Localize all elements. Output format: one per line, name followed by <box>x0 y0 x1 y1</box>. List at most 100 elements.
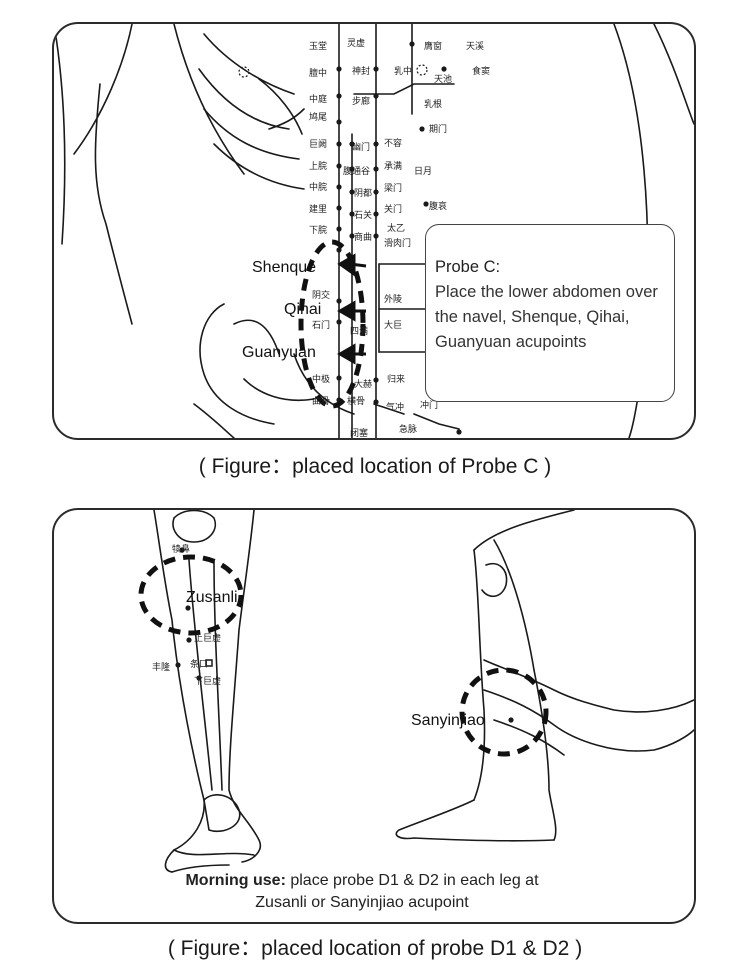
inguinal-line <box>293 353 355 415</box>
pelvis-left <box>199 303 275 425</box>
left-arm-edge <box>54 24 66 245</box>
arrow-shenque-head <box>337 253 356 277</box>
toe-line <box>171 864 230 873</box>
cn-label: 横骨 <box>347 395 365 407</box>
right-knee-cap <box>481 563 508 598</box>
cn-label: 中极 <box>312 373 330 385</box>
right-leg-front <box>473 549 486 801</box>
cn-label: 膺窗 <box>424 40 442 52</box>
legs-diagram: 犊鼻 上巨虚 丰隆 条口 下巨虚 Zusanli Sanyinjiao <box>138 510 694 873</box>
cn-label: 食窦 <box>472 65 490 77</box>
cn-label: 玉堂 <box>309 40 327 52</box>
cn-label: 幽门 <box>352 141 370 153</box>
foot-top <box>173 849 255 856</box>
left-torso-line <box>173 24 245 175</box>
cn-label: 滑肉门 <box>384 237 411 249</box>
cn-label: 气冲 <box>386 401 404 413</box>
rib-line-3 <box>203 108 300 160</box>
cn-label: 日月 <box>414 166 432 177</box>
sanyinjiao-label: Sanyinjiao <box>411 712 485 729</box>
cn-label: 腹哀 <box>429 200 447 212</box>
hand-fingers <box>483 689 694 752</box>
left-leg-outline-left <box>153 510 205 873</box>
caption-probe-d: ( Figure：placed location of probe D1 & D… <box>167 937 583 960</box>
cn-label: 上脘 <box>309 160 327 172</box>
cn-label: 四满 <box>350 326 368 337</box>
cn-label: 石关 <box>354 209 372 221</box>
cn-label: 天溪 <box>466 40 484 52</box>
right-arm-outline <box>653 24 694 125</box>
nipple-marker <box>238 66 250 78</box>
morning-use-text: place probe D1 & D2 in each leg at <box>285 872 539 889</box>
ankle-bone <box>203 794 241 832</box>
cn-label: 膻中 <box>309 67 327 79</box>
cn-label: 外陵 <box>384 293 402 305</box>
cn-label: 中庭 <box>309 93 327 105</box>
cn-label: 商曲 <box>354 231 372 243</box>
femur-head <box>193 403 235 438</box>
cn-label: 大赫 <box>354 378 372 390</box>
cn-label: 犊鼻 <box>172 543 190 555</box>
cn-label: 神封 <box>352 65 370 77</box>
arrow-guanyuan-head <box>336 343 356 365</box>
morning-use-text-2: Zusanli or Sanyinjiao acupoint <box>255 894 469 911</box>
cn-label: 上巨虚 <box>194 632 221 644</box>
callout-text: Place the lower abdomen over the navel, … <box>435 283 658 351</box>
cn-label: 中脘 <box>309 181 327 193</box>
cn-label: 鸠尾 <box>309 111 327 123</box>
hand-thumb <box>493 719 565 756</box>
probe-c-callout: Probe C: Place the lower abdomen over th… <box>425 224 675 402</box>
lower-meridian <box>373 403 460 430</box>
cn-label: 巨阙 <box>309 139 327 150</box>
morning-use-note: Morning use: place probe D1 & D2 in each… <box>52 870 672 914</box>
callout-title: Probe C: <box>435 258 501 276</box>
right-leg-back <box>533 669 557 841</box>
tiaokou-marker <box>205 659 213 667</box>
guanyuan-label: Guanyuan <box>242 344 316 361</box>
cn-label: 天池 <box>434 73 452 85</box>
cn-label: 不容 <box>384 137 402 149</box>
pelvis-lower <box>243 378 315 402</box>
fibula-line <box>213 559 223 791</box>
cn-label: 步廊 <box>352 95 370 107</box>
shenque-label: Shenque <box>252 259 316 276</box>
zusanli-dashed-circle <box>138 554 244 636</box>
cn-label: 梁门 <box>384 182 402 194</box>
cn-label: 灵虚 <box>347 37 365 49</box>
cn-label: 曲骨 <box>312 396 330 407</box>
zusanli-label: Zusanli <box>186 589 238 606</box>
cn-label: 石门 <box>312 319 330 331</box>
cn-label: 阴交 <box>312 289 330 301</box>
cn-label: 腹通谷 <box>343 165 370 177</box>
cn-label: 太乙 <box>387 222 405 234</box>
probe-c-dashed-circle <box>298 239 366 409</box>
cn-label: 关门 <box>384 203 402 215</box>
cn-label: 下脘 <box>309 224 327 236</box>
abdomen-diagram: 玉堂 灵虚 膺窗 天溪 膻中 神封 乳中 天池 食窦 中庭 步廊 乳根 鸠尾 期… <box>54 24 694 438</box>
hand-upper <box>483 659 694 713</box>
cn-label: 乳中 <box>394 65 412 77</box>
cn-label: 承满 <box>384 161 402 172</box>
cn-label: 条口 <box>190 658 208 670</box>
morning-use-bold: Morning use: <box>185 872 286 889</box>
cn-label: 闭塞 <box>350 427 368 438</box>
qihai-label: Qihai <box>284 301 321 318</box>
cn-label: 阴都 <box>354 188 372 199</box>
cn-label: 下巨虚 <box>194 675 221 687</box>
rib-line-6 <box>268 108 305 130</box>
sanyinjiao-dashed-circle <box>459 667 549 757</box>
cn-label: 归来 <box>387 373 405 385</box>
cn-label: 建里 <box>309 203 327 215</box>
cn-label: 急脉 <box>399 423 417 435</box>
probe-d-panel: 犊鼻 上巨虚 丰隆 条口 下巨虚 Zusanli Sanyinjiao <box>52 508 696 924</box>
horizontal-meridian <box>353 83 455 95</box>
rib-line-2 <box>198 68 290 130</box>
right-thigh <box>473 510 575 671</box>
rib-line-5 <box>258 78 303 135</box>
rib-line-1 <box>203 33 295 95</box>
nipple-marker-right <box>416 64 428 76</box>
left-leg-outline-right <box>228 510 261 863</box>
right-foot <box>395 799 555 842</box>
cn-label: 大巨 <box>384 319 402 331</box>
cn-label: 期门 <box>429 123 447 135</box>
